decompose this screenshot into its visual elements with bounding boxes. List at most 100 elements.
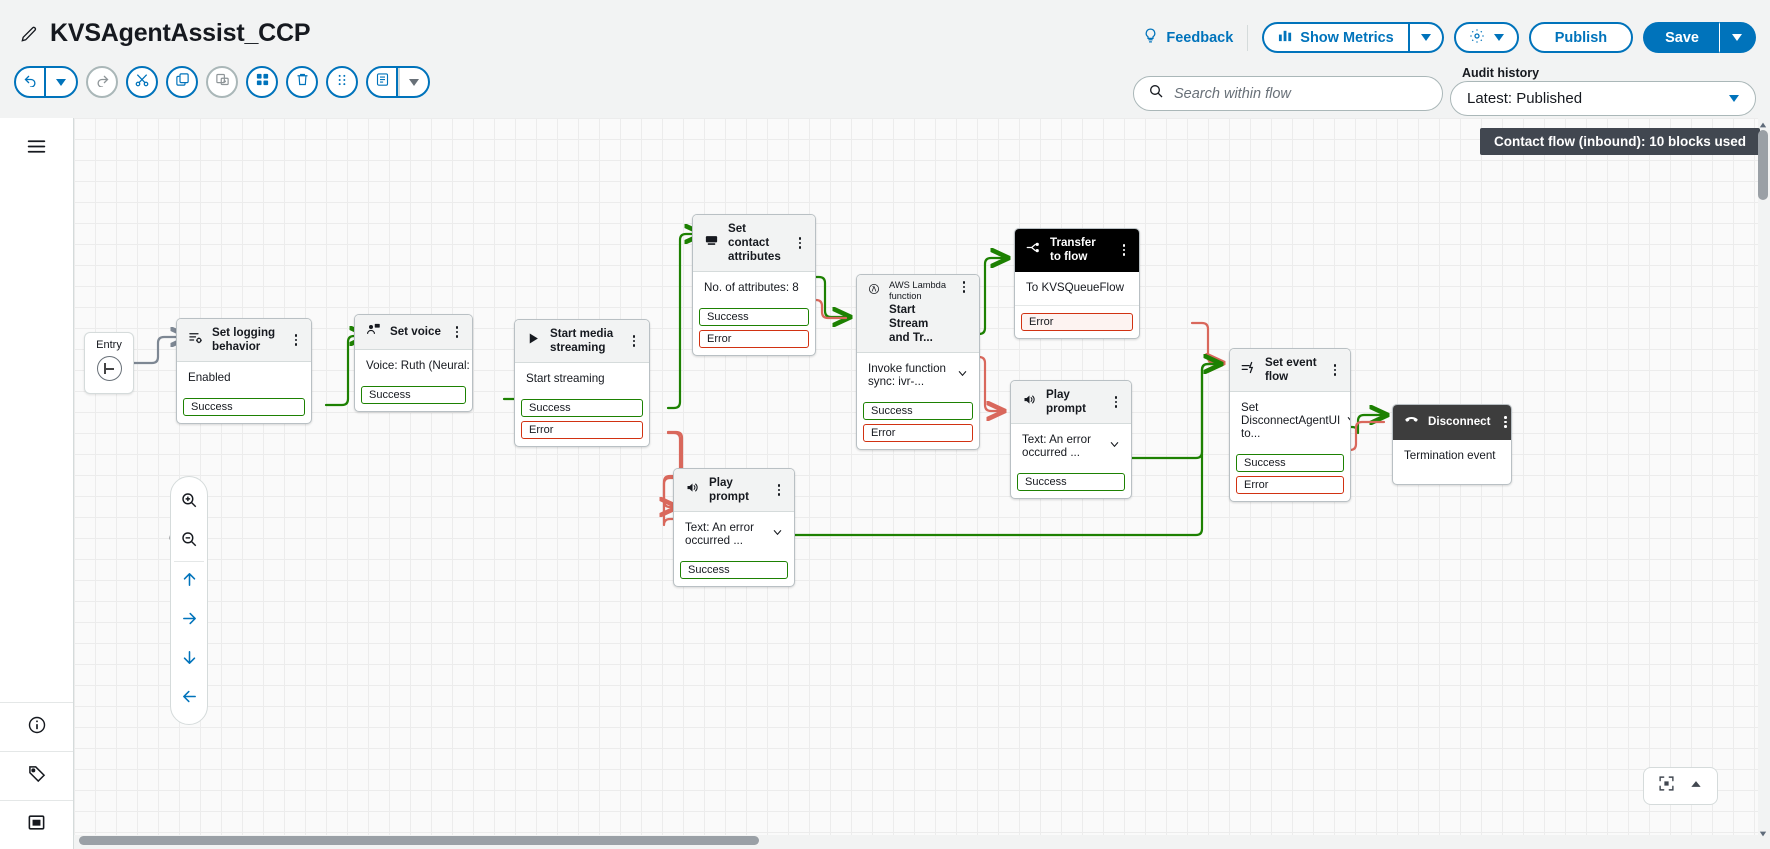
horizontal-scrollbar[interactable] <box>76 836 1756 846</box>
block-start-media-streaming[interactable]: Start media streaming Start streaming Su… <box>514 319 650 447</box>
show-metrics-dropdown[interactable] <box>1409 22 1444 53</box>
pan-down-button[interactable] <box>171 640 207 679</box>
delete-button[interactable] <box>286 66 318 98</box>
top-bar: KVSAgentAssist_CCP Feedback <box>0 0 1770 67</box>
block-menu-button[interactable] <box>451 326 463 338</box>
block-title: Play prompt <box>1046 388 1101 416</box>
notes-dropdown[interactable] <box>398 68 428 96</box>
block-title: Start media streaming <box>550 327 619 355</box>
port-success[interactable]: Success <box>361 386 466 404</box>
paste-button[interactable] <box>206 66 238 98</box>
block-body-row[interactable]: Text: An error occurred ... <box>1011 424 1131 469</box>
block-title: Set contact attributes <box>728 222 785 264</box>
block-set-event-flow[interactable]: Set event flow Set DisconnectAgentUI to.… <box>1229 348 1351 502</box>
port-success[interactable]: Success <box>183 398 305 416</box>
search-input[interactable] <box>1174 86 1428 102</box>
arrow-up-icon <box>181 571 198 593</box>
chevron-up-icon[interactable] <box>1689 777 1703 796</box>
settings-button[interactable] <box>1454 22 1519 53</box>
cut-button[interactable] <box>126 66 158 98</box>
port-error[interactable]: Error <box>1021 313 1133 331</box>
block-menu-button[interactable] <box>1110 396 1122 408</box>
port-success[interactable]: Success <box>1017 473 1125 491</box>
tags-button[interactable] <box>0 751 73 800</box>
audit-history-select[interactable]: Latest: Published <box>1450 81 1756 116</box>
port-error[interactable]: Error <box>699 330 809 348</box>
save-dropdown[interactable] <box>1720 22 1756 53</box>
block-transfer-to-flow[interactable]: Transfer to flow To KVSQueueFlow Error <box>1014 228 1140 339</box>
zoom-in-button[interactable] <box>171 483 207 522</box>
publish-button[interactable]: Publish <box>1529 22 1633 53</box>
redo-button[interactable] <box>86 66 118 98</box>
block-set-voice[interactable]: Set voice Voice: Ruth (Neural: None) Suc… <box>354 314 473 412</box>
block-set-logging-behavior[interactable]: Set logging behavior Enabled Success <box>176 318 312 424</box>
undo-button[interactable] <box>16 68 46 96</box>
chevron-down-icon <box>56 79 66 86</box>
port-success[interactable]: Success <box>680 561 788 579</box>
notes-panel-button[interactable] <box>0 800 73 849</box>
flow-information-button[interactable] <box>0 702 73 751</box>
pan-left-button[interactable] <box>171 679 207 718</box>
block-set-contact-attributes[interactable]: Set contact attributes No. of attributes… <box>692 214 816 356</box>
block-menu-button[interactable] <box>628 335 640 347</box>
entry-point[interactable]: Entry <box>84 332 134 394</box>
port-error[interactable]: Error <box>1236 476 1344 494</box>
block-menu-button[interactable] <box>290 334 302 346</box>
block-body: Start streaming <box>515 363 649 395</box>
block-body-row[interactable]: Invoke function sync: ivr-... <box>857 353 979 398</box>
block-body-row[interactable]: Set DisconnectAgentUI to... <box>1230 392 1350 450</box>
block-header: Disconnect <box>1393 405 1511 440</box>
scroll-up-arrow[interactable] <box>1759 116 1767 124</box>
rail-menu-button[interactable] <box>0 118 73 180</box>
block-body-row[interactable]: Text: An error occurred ... <box>674 512 794 557</box>
play-icon <box>526 331 541 351</box>
pencil-icon[interactable] <box>18 23 40 45</box>
divider <box>1247 25 1248 51</box>
flow-canvas[interactable]: Entry Set logging behavior Enabled Succe… <box>74 118 1758 835</box>
scroll-down-arrow[interactable] <box>1759 825 1767 833</box>
select-all-icon <box>255 72 270 92</box>
block-play-prompt-lower[interactable]: Play prompt Text: An error occurred ... … <box>673 468 795 587</box>
search-box[interactable] <box>1133 76 1443 111</box>
block-menu-button[interactable] <box>1500 416 1512 428</box>
vertical-scroll-thumb[interactable] <box>1758 130 1768 200</box>
undo-dropdown[interactable] <box>46 68 76 96</box>
block-menu-button[interactable] <box>958 281 970 293</box>
notes-button[interactable] <box>368 68 398 96</box>
zoom-out-button[interactable] <box>171 522 207 561</box>
align-button[interactable] <box>326 66 358 98</box>
port-success[interactable]: Success <box>521 399 643 417</box>
show-metrics-button[interactable]: Show Metrics <box>1262 22 1408 53</box>
feedback-button[interactable]: Feedback <box>1142 27 1233 48</box>
block-menu-button[interactable] <box>1329 364 1341 376</box>
port-success[interactable]: Success <box>863 402 973 420</box>
vertical-scrollbar[interactable] <box>1758 122 1768 829</box>
lambda-icon <box>868 282 880 300</box>
select-all-button[interactable] <box>246 66 278 98</box>
copy-button[interactable] <box>166 66 198 98</box>
port-error[interactable]: Error <box>521 421 643 439</box>
pan-right-button[interactable] <box>171 601 207 640</box>
block-header: Set logging behavior <box>177 319 311 362</box>
port-success[interactable]: Success <box>1236 454 1344 472</box>
block-menu-button[interactable] <box>1118 244 1130 256</box>
voice-icon <box>366 322 381 342</box>
block-menu-button[interactable] <box>773 484 785 496</box>
save-button[interactable]: Save <box>1643 22 1720 53</box>
block-header: Play prompt <box>1011 381 1131 424</box>
chevron-down-icon <box>1732 34 1742 41</box>
block-disconnect[interactable]: Disconnect Termination event <box>1392 404 1512 485</box>
block-body: Voice: Ruth (Neural: None) <box>355 350 472 382</box>
port-error[interactable]: Error <box>863 424 973 442</box>
port-success[interactable]: Success <box>699 308 809 326</box>
block-menu-button[interactable] <box>794 237 806 249</box>
fit-to-screen-controls[interactable] <box>1643 767 1718 805</box>
blocks-used-tooltip: Contact flow (inbound): 10 blocks used <box>1480 128 1760 155</box>
block-title: Disconnect <box>1428 415 1491 429</box>
fit-to-screen-icon[interactable] <box>1658 775 1675 797</box>
horizontal-scroll-thumb[interactable] <box>79 836 759 845</box>
block-play-prompt-upper[interactable]: Play prompt Text: An error occurred ... … <box>1010 380 1132 499</box>
block-aws-lambda-function[interactable]: AWS Lambda function Start Stream and Tr.… <box>856 274 980 450</box>
pan-up-button[interactable] <box>171 562 207 601</box>
block-body: No. of attributes: 8 <box>693 272 815 304</box>
